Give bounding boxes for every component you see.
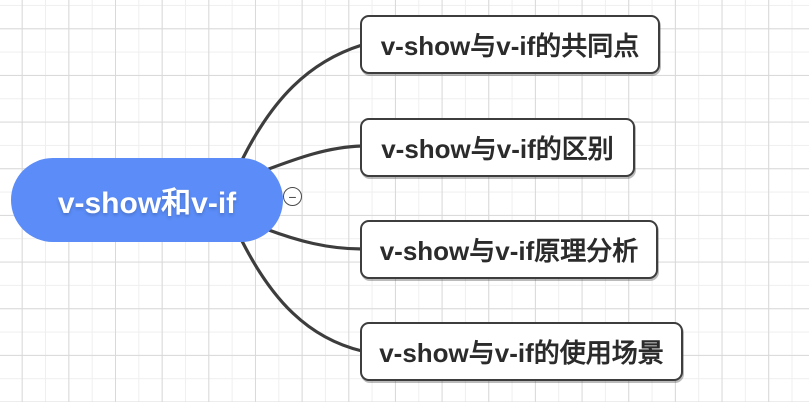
- collapse-minus-icon[interactable]: −: [283, 187, 302, 206]
- branch-node-label: v-show与v-if的共同点: [380, 31, 640, 61]
- branch-node-principle-analysis[interactable]: v-show与v-if原理分析: [360, 220, 658, 279]
- branch-node-label: v-show与v-if原理分析: [379, 236, 639, 266]
- branch-node-usage-scenarios[interactable]: v-show与v-if的使用场景: [360, 322, 683, 381]
- connector-branch-4: [240, 239, 364, 353]
- branch-node-differences[interactable]: v-show与v-if的区别: [360, 118, 635, 177]
- branch-node-label: v-show与v-if的使用场景: [379, 338, 664, 368]
- root-node-label: v-show和v-if: [57, 187, 237, 220]
- root-node[interactable]: v-show和v-if: [11, 158, 283, 242]
- branch-node-common-points[interactable]: v-show与v-if的共同点: [360, 15, 660, 74]
- branch-node-label: v-show与v-if的区别: [381, 134, 614, 164]
- connector-branch-1: [240, 43, 364, 162]
- connector-branch-3: [264, 227, 364, 251]
- connector-branch-2: [264, 144, 364, 172]
